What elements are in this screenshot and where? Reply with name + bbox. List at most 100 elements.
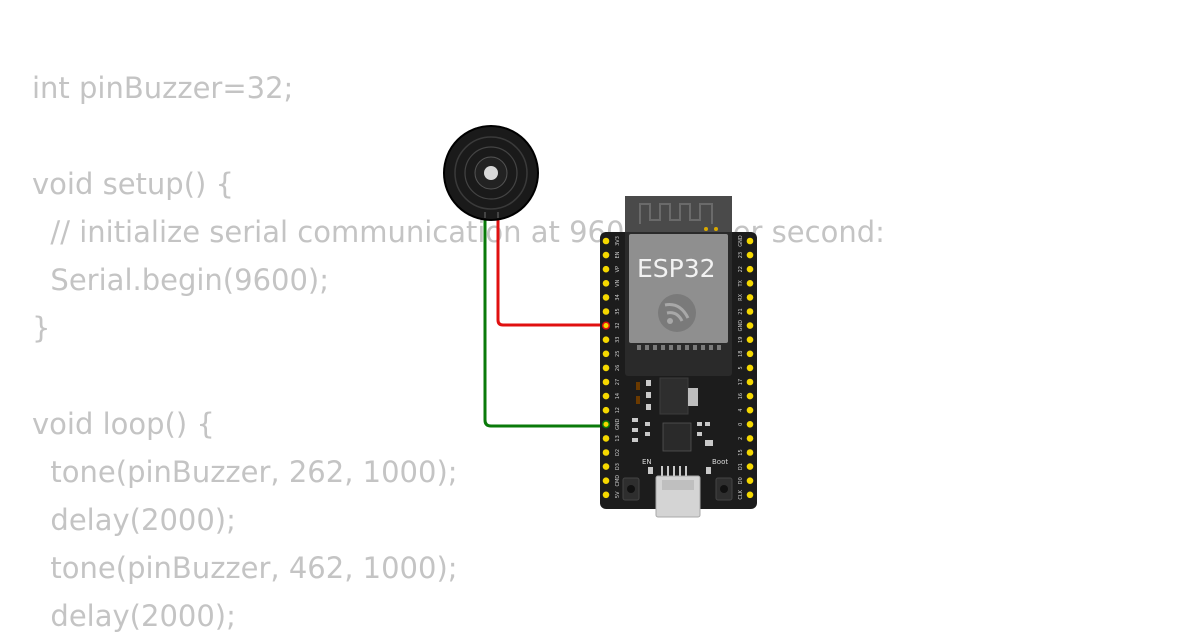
pin-label: D3 xyxy=(615,463,621,470)
pin-32[interactable] xyxy=(601,321,611,330)
boot-button[interactable] xyxy=(715,477,733,501)
pin-label: 15 xyxy=(738,449,744,455)
pin-label: 25 xyxy=(615,351,621,357)
pin-34[interactable] xyxy=(602,294,610,301)
pin-label: 23 xyxy=(738,252,744,258)
pin-label: D1 xyxy=(738,463,744,470)
pin-label: GND xyxy=(615,418,621,430)
status-leds xyxy=(648,467,711,474)
pin-16[interactable] xyxy=(746,392,754,400)
pin-17[interactable] xyxy=(746,378,754,386)
pin-label: 18 xyxy=(738,351,744,357)
pin-label: 34 xyxy=(615,294,621,300)
board-label: ESP32 xyxy=(637,254,716,283)
pin-label: 5V xyxy=(615,491,621,498)
micro-usb-port[interactable] xyxy=(655,466,701,518)
pin-label: D0 xyxy=(738,477,744,484)
pin-21[interactable] xyxy=(746,308,754,315)
pin-26[interactable] xyxy=(602,364,610,372)
pin-label: 5 xyxy=(738,366,744,369)
module-pad xyxy=(693,345,697,350)
pin-label: VP xyxy=(615,266,621,272)
pin-label: TX xyxy=(738,279,744,287)
module-pad xyxy=(701,345,705,350)
pin-5[interactable] xyxy=(746,364,754,372)
pin-vn[interactable] xyxy=(602,280,610,287)
module-pad xyxy=(645,345,649,350)
pin-label: 22 xyxy=(738,266,744,272)
pin-rx[interactable] xyxy=(746,294,754,301)
pin-12[interactable] xyxy=(602,406,610,414)
module-pads xyxy=(637,345,721,350)
pin-3v3[interactable] xyxy=(602,237,610,245)
pin-25[interactable] xyxy=(602,350,610,358)
pin-d1[interactable] xyxy=(746,463,754,470)
pin-label: D2 xyxy=(615,449,621,456)
code-line: tone(pinBuzzer, 462, 1000); xyxy=(32,551,458,585)
pin-d2[interactable] xyxy=(602,449,610,456)
pin-d0[interactable] xyxy=(746,477,754,485)
pin-label: 12 xyxy=(615,407,621,413)
left-pin-header[interactable]: 3V3ENVPVN343532332526271412GND13D2D3CMD5… xyxy=(601,236,621,499)
buzzer-ground-wire[interactable] xyxy=(483,210,604,428)
pin-label: EN xyxy=(615,251,621,258)
code-editor[interactable]: int pinBuzzer=32;void setup() { // initi… xyxy=(32,64,885,640)
pin-label: 19 xyxy=(738,337,744,343)
esp32-board[interactable]: ESP32 3V3ENVPVN343532332526271412GND13D2… xyxy=(600,196,757,518)
pin-15[interactable] xyxy=(746,449,754,456)
pin-33[interactable] xyxy=(602,336,610,344)
code-line: void loop() { xyxy=(32,407,215,441)
code-line: Serial.begin(9600); xyxy=(32,263,330,297)
pin-gnd[interactable] xyxy=(746,322,754,329)
espressif-logo-icon xyxy=(658,294,696,332)
module-pad xyxy=(637,345,641,350)
pin-label: 13 xyxy=(615,435,621,441)
pin-35[interactable] xyxy=(602,308,610,315)
module-pad xyxy=(653,345,657,350)
boot-button-label: Boot xyxy=(712,458,728,466)
pin-tx[interactable] xyxy=(746,280,754,287)
buzzer-signal-wire[interactable] xyxy=(496,210,604,327)
module-pad xyxy=(677,345,681,350)
pin-clk[interactable] xyxy=(746,491,754,499)
module-pad xyxy=(709,345,713,350)
pin-14[interactable] xyxy=(602,392,610,400)
pin-23[interactable] xyxy=(746,251,754,259)
pin-13[interactable] xyxy=(602,435,610,442)
pin-label: 3V3 xyxy=(615,236,621,246)
module-pad xyxy=(717,345,721,350)
pin-gnd[interactable] xyxy=(601,420,611,429)
pin-0[interactable] xyxy=(746,421,754,428)
pin-label: 32 xyxy=(615,322,621,328)
code-line: delay(2000); xyxy=(32,599,236,633)
pin-cmd[interactable] xyxy=(602,477,610,485)
pin-label: CMD xyxy=(615,475,621,487)
pin-18[interactable] xyxy=(746,350,754,358)
pin-d3[interactable] xyxy=(602,463,610,470)
smd-components xyxy=(632,380,713,446)
pin-label: GND xyxy=(738,235,744,247)
pin-label: 21 xyxy=(738,308,744,314)
pin-label: 17 xyxy=(738,379,744,385)
code-line: delay(2000); xyxy=(32,503,236,537)
pin-19[interactable] xyxy=(746,336,754,344)
pin-label: 26 xyxy=(615,365,621,371)
pin-gnd[interactable] xyxy=(746,237,754,245)
buzzer[interactable] xyxy=(443,125,539,221)
pin-label: RX xyxy=(738,293,744,300)
pin-vp[interactable] xyxy=(602,265,610,273)
pin-en[interactable] xyxy=(602,251,610,259)
pin-22[interactable] xyxy=(746,265,754,273)
wifi-module: ESP32 xyxy=(625,196,732,376)
code-line: tone(pinBuzzer, 262, 1000); xyxy=(32,455,458,489)
pin-label: 16 xyxy=(738,393,744,399)
pin-5v[interactable] xyxy=(602,491,610,499)
pin-2[interactable] xyxy=(746,435,754,442)
pin-27[interactable] xyxy=(602,378,610,386)
module-pad xyxy=(685,345,689,350)
pin-label: 14 xyxy=(615,393,621,399)
en-button[interactable] xyxy=(622,477,640,501)
pin-4[interactable] xyxy=(746,406,754,414)
